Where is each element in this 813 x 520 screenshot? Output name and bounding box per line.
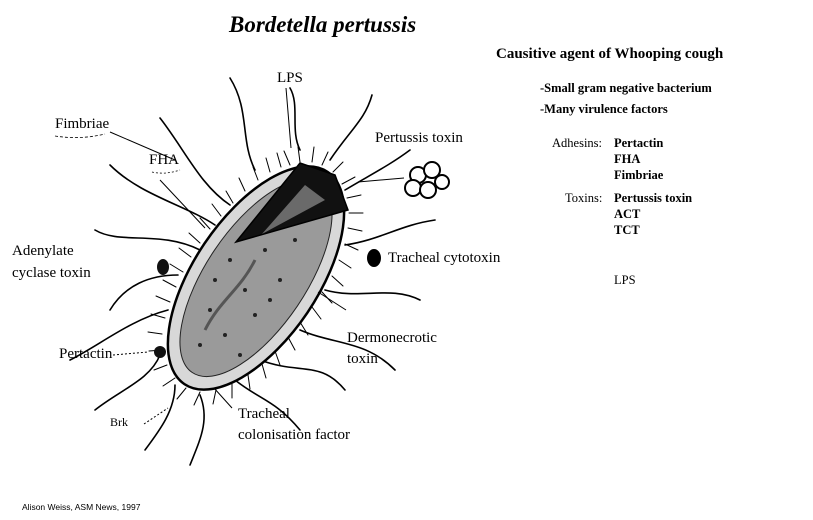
label-fha: FHA [149,152,179,169]
group-key-adhesins: Adhesins: [552,136,602,151]
pertactin-blob [154,346,166,358]
tracheal-cytotoxin-blob [367,249,381,267]
label-lps: LPS [277,70,303,87]
label-brk: Brk [110,415,128,430]
panel-bullet-2: -Many virulence factors [540,102,668,117]
label-pertactin: Pertactin [59,346,112,363]
toxin-item-tct: TCT [614,223,640,238]
label-dermonecrotic-line2: toxin [347,351,378,367]
toxin-item-pertussis-toxin: Pertussis toxin [614,191,692,206]
group-key-toxins: Toxins: [565,191,602,206]
label-tcf-line2: colonisation factor [238,427,350,443]
label-pertussis-toxin: Pertussis toxin [375,130,463,147]
fimbriae-label-underline [55,134,105,138]
label-adenylate-cyclase-toxin: Adenylate cyclase toxin [12,240,91,284]
pertussis-toxin-cluster [405,162,449,198]
source-credit: Alison Weiss, ASM News, 1997 [22,502,140,512]
adhesin-item-pertactin: Pertactin [614,136,663,151]
label-fimbriae: Fimbriae [55,116,109,133]
adhesin-item-fimbriae: Fimbriae [614,168,663,183]
label-adenylate-line2: cyclase toxin [12,265,91,281]
label-dermonecrotic-toxin: Dermonecrotic toxin [347,328,437,370]
label-tcf-line1: Tracheal [238,406,290,422]
toxin-item-act: ACT [614,207,640,222]
adenylate-cyclase-blob [157,259,169,275]
label-adenylate-line1: Adenylate [12,243,74,259]
adhesin-item-fha: FHA [614,152,640,167]
label-dermonecrotic-line1: Dermonecrotic [347,330,437,346]
fha-label-underline [152,170,180,173]
panel-bullet-1: -Small gram negative bacterium [540,81,712,96]
label-tracheal-cytotoxin: Tracheal cytotoxin [388,250,500,267]
panel-item-lps: LPS [614,273,636,288]
label-tracheal-colonisation-factor: Tracheal colonisation factor [238,404,350,446]
panel-heading: Causitive agent of Whooping cough [496,46,723,63]
